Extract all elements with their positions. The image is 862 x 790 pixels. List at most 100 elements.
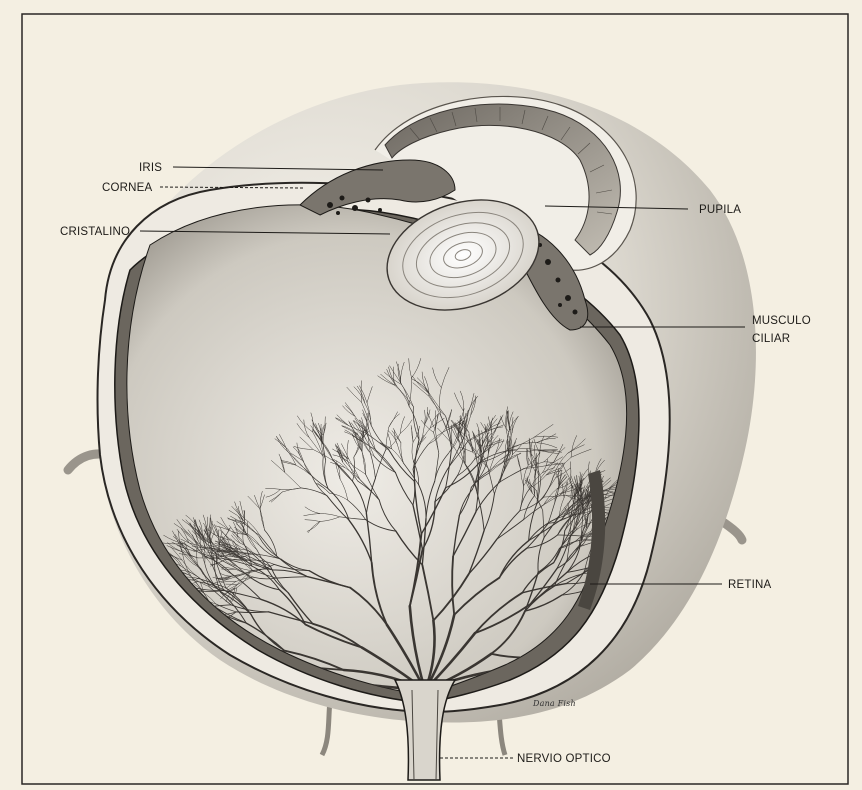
- vessel-segment: [659, 698, 674, 699]
- vessel-segment: [188, 677, 211, 690]
- artist-signature: Dana Fish: [532, 699, 576, 708]
- vessel-segment: [704, 722, 718, 727]
- vessel-segment: [99, 633, 115, 639]
- vessel-segment: [134, 649, 152, 652]
- vessel-segment: [177, 711, 186, 722]
- vessel-segment: [696, 602, 719, 611]
- vessel-segment: [92, 664, 112, 670]
- vessel-segment: [148, 668, 162, 677]
- vessel-segment: [132, 711, 146, 717]
- vessel-segment: [145, 641, 169, 642]
- vessel-segment: [151, 652, 164, 656]
- vessel-segment: [181, 655, 205, 665]
- vessel-segment: [640, 719, 643, 731]
- vessel-segment: [166, 681, 190, 685]
- vessel-segment: [120, 667, 137, 670]
- vessel-segment: [119, 609, 132, 617]
- vessel-segment: [684, 713, 705, 714]
- vessel-segment: [696, 685, 716, 691]
- label-retina: RETINA: [728, 579, 772, 591]
- vessel-segment: [130, 704, 156, 709]
- vessel-segment: [160, 685, 186, 697]
- vessel-segment: [153, 702, 173, 708]
- vessel-segment: [716, 691, 730, 699]
- vessel-segment: [137, 711, 152, 722]
- vessel-segment: [157, 685, 185, 695]
- vessel-segment: [170, 709, 182, 718]
- vessel-segment: [655, 666, 669, 670]
- vessel-segment: [638, 721, 644, 732]
- vessel-segment: [150, 649, 163, 650]
- vessel-segment: [158, 655, 172, 670]
- vessel-segment: [128, 656, 146, 665]
- vessel-segment: [142, 649, 158, 656]
- vessel-segment: [705, 715, 722, 718]
- vessel-segment: [691, 713, 716, 722]
- vessel-segment: [137, 693, 157, 695]
- vessel-segment: [98, 646, 115, 649]
- vessel-segment: [129, 698, 142, 709]
- vessel-segment: [142, 648, 155, 662]
- vessel-segment: [692, 593, 719, 594]
- vessel-segment: [125, 674, 138, 679]
- vessel-segment: [120, 595, 132, 611]
- vessel-segment: [146, 696, 159, 711]
- vessel-segment: [656, 702, 686, 713]
- vessel-segment: [120, 696, 136, 700]
- vessel-segment: [99, 642, 117, 646]
- vessel-segment: [691, 596, 708, 614]
- vessel-segment: [116, 602, 130, 613]
- vessel-segment: [99, 648, 115, 659]
- label-musculo: MUSCULO: [752, 315, 811, 327]
- vessel-segment: [133, 655, 154, 667]
- vessel-segment: [654, 668, 661, 679]
- vessel-segment: [190, 680, 225, 681]
- vessel-segment: [137, 668, 154, 674]
- vessel-segment: [154, 662, 168, 679]
- vessel-segment: [656, 702, 683, 713]
- vessel-segment: [620, 684, 633, 704]
- vessel-segment: [661, 687, 667, 703]
- vessel-segment: [716, 630, 736, 643]
- vessel-segment: [162, 685, 185, 710]
- vessel-segment: [123, 679, 138, 681]
- vessel-segment: [151, 624, 182, 640]
- vessel-segment: [136, 695, 157, 701]
- vessel-segment: [684, 713, 701, 728]
- vessel-segment: [127, 588, 132, 606]
- vessel-segment: [728, 559, 744, 577]
- vessel-segment: [117, 593, 131, 606]
- vessel-segment: [717, 722, 735, 731]
- vessel-segment: [705, 587, 714, 600]
- vessel-segment: [633, 704, 638, 721]
- vessel-segment: [132, 606, 151, 624]
- vessel-segment: [630, 675, 656, 702]
- vessel-segment: [121, 696, 136, 700]
- vessel-segment: [123, 660, 139, 668]
- vessel-segment: [130, 698, 142, 706]
- vessel-segment: [129, 665, 145, 672]
- vessel-segment: [647, 714, 659, 717]
- vessel-segment: [663, 688, 673, 698]
- vessel-segment: [728, 562, 747, 577]
- vessel-segment: [105, 621, 121, 633]
- vessel-segment: [154, 687, 167, 696]
- vessel-segment: [119, 645, 143, 647]
- vessel-segment: [669, 688, 691, 712]
- vessel-segment: [186, 695, 194, 714]
- vessel-segment: [103, 604, 123, 605]
- vessel-segment: [141, 682, 165, 684]
- vessel-segment: [157, 650, 178, 655]
- vessel-segment: [139, 668, 160, 675]
- vessel-segment: [647, 714, 660, 716]
- vessel-segment: [115, 643, 139, 646]
- vessel-segment: [123, 667, 133, 683]
- vessel-segment: [113, 647, 138, 655]
- vessel-segment: [97, 635, 115, 639]
- vessel-segment: [716, 626, 729, 643]
- vessel-segment: [649, 668, 669, 669]
- vessel-segment: [716, 630, 738, 633]
- vessel-segment: [717, 722, 735, 723]
- vessel-segment: [662, 651, 678, 656]
